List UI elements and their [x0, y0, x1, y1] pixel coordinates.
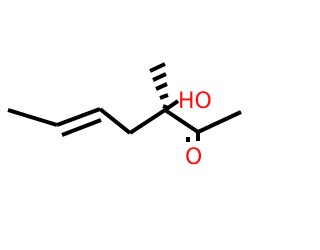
hydroxyl-label: HO [178, 89, 212, 114]
bond-c6-c5-inner [61, 118, 102, 137]
bond-c3-oh [163, 99, 180, 112]
double-bond-c6-c5 [56, 107, 102, 137]
bond-c7-c6 [7, 108, 58, 127]
wedge-hash-3 [155, 82, 168, 91]
double-bond-c2-o [186, 132, 200, 142]
bond-c3-c2 [163, 108, 200, 134]
bond-c6-c5-outer [56, 107, 101, 127]
bond-c5-c4 [98, 107, 132, 135]
hashed-wedge-bond-methyl [149, 62, 169, 110]
molecule-structure: HO O [7, 62, 242, 170]
wedge-hash-5 [149, 62, 166, 73]
bond-c2-c1 [197, 110, 242, 134]
bond-c4-c3 [128, 108, 167, 135]
carbonyl-oxygen-label: O [185, 145, 202, 170]
wedge-hash-2 [159, 93, 169, 100]
wedge-hash-4 [152, 72, 167, 82]
